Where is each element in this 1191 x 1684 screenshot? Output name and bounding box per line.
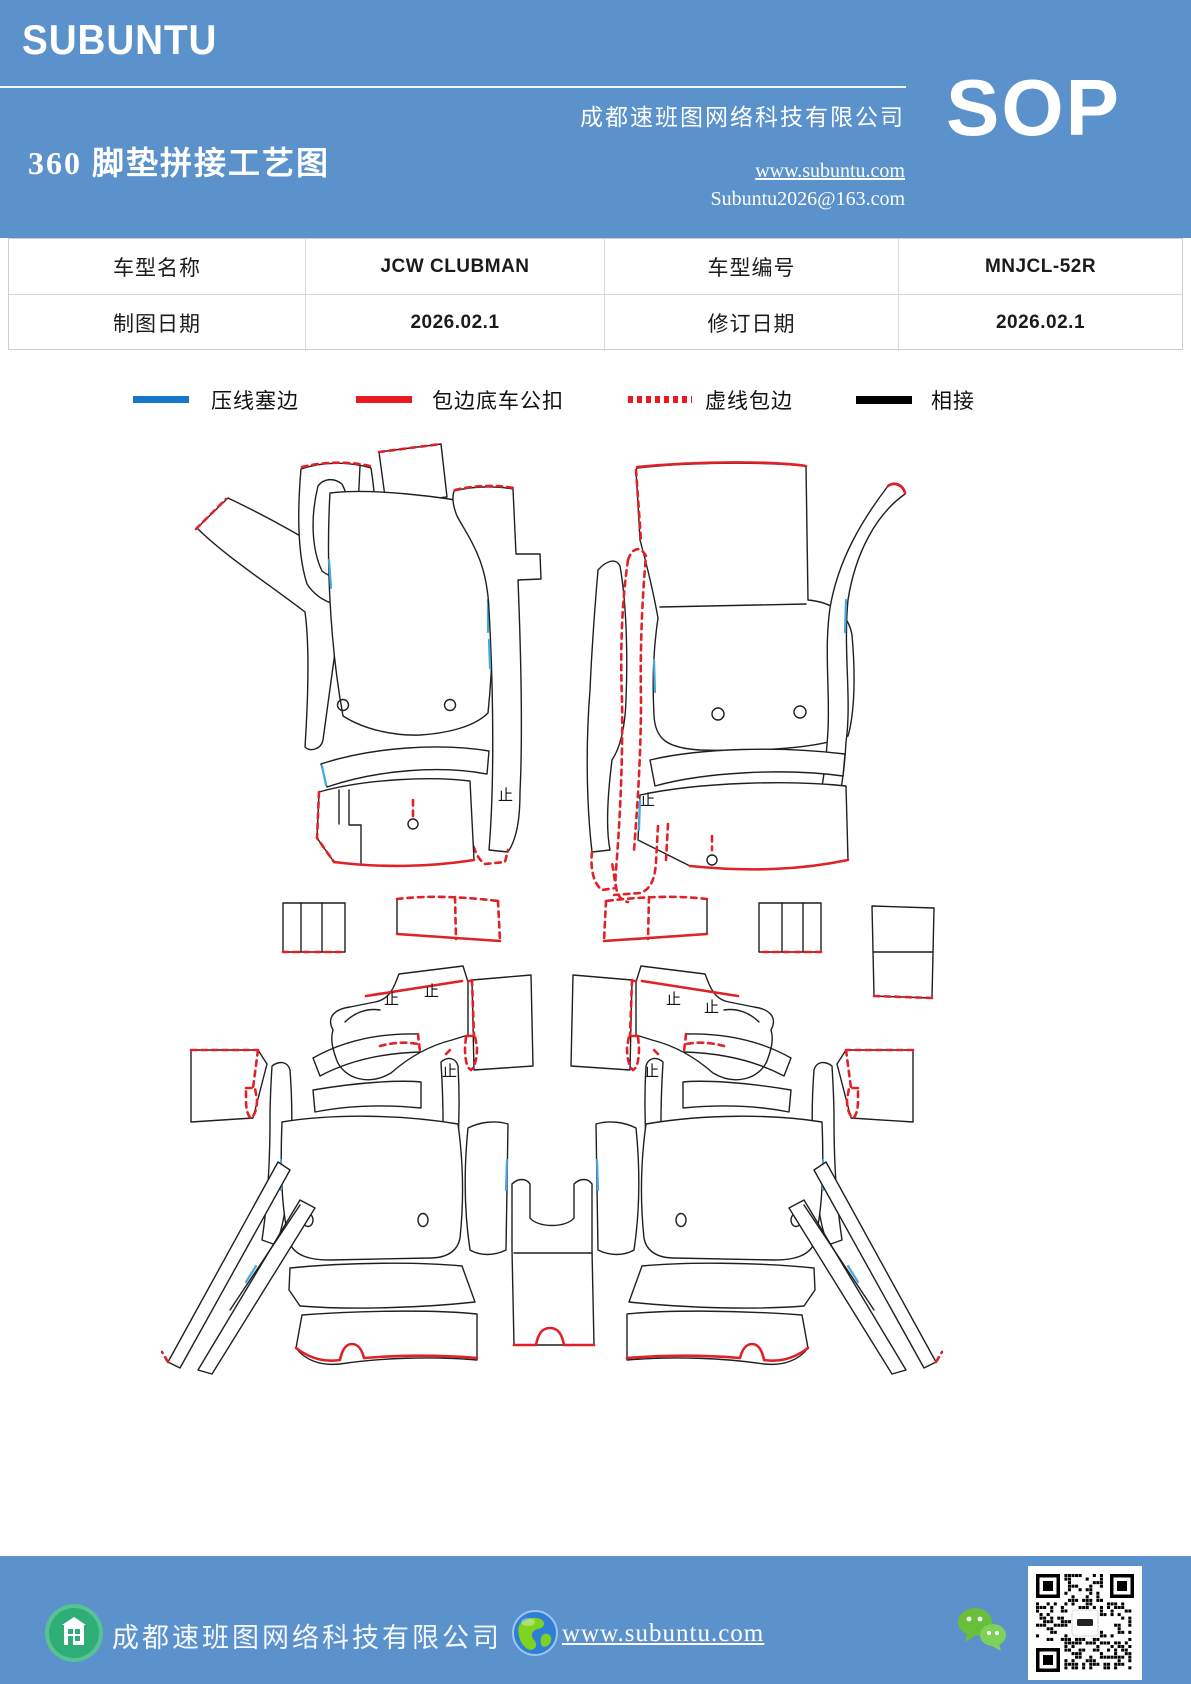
stop-mark: 止	[384, 991, 399, 1008]
stop-mark: 止	[424, 983, 439, 1000]
building-icon	[45, 1604, 103, 1662]
legend-label-press: 压线塞边	[211, 390, 299, 413]
rear-extra-piece	[871, 905, 935, 1000]
stop-mark: 止	[498, 787, 513, 804]
draw-date-value: 2026.02.1	[306, 295, 605, 351]
page-title: 360 脚垫拼接工艺图	[28, 145, 331, 181]
stop-mark: 止	[644, 1063, 659, 1080]
footer-company-name: 成都速班图网络科技有限公司	[112, 1623, 502, 1653]
vehicle-info-table: 车型名称 JCW CLUBMAN 车型编号 MNJCL-52R 制图日期 202…	[8, 238, 1183, 351]
front-left-pattern	[194, 442, 542, 868]
front-right-pattern	[586, 461, 907, 904]
globe-icon	[512, 1610, 558, 1656]
qr-finder-patterns	[1036, 1574, 1134, 1672]
header-website-link[interactable]: www.subuntu.com	[755, 160, 905, 182]
brand-logo: SUBUNTU	[22, 16, 218, 63]
mat-pattern-drawing: 止 止	[160, 442, 1191, 1376]
model-code-label: 车型编号	[605, 239, 899, 295]
legend-label-join: 相接	[931, 390, 975, 413]
center-tunnel-piece	[511, 1178, 596, 1347]
footer-website-link[interactable]: www.subuntu.com	[562, 1620, 765, 1647]
model-name-label: 车型名称	[9, 239, 306, 295]
stop-mark: 止	[442, 1063, 457, 1080]
revise-date-label: 修订日期	[605, 295, 899, 351]
revise-date-value: 2026.02.1	[995, 312, 1086, 333]
line-legend: 压线塞边 包边底车公扣 虚线包边 相接	[0, 384, 1191, 418]
legend-label-binding: 包边底车公扣	[432, 390, 564, 413]
header-company-name: 成都速班图网络科技有限公司	[580, 105, 905, 130]
draw-date-label: 制图日期	[9, 295, 306, 351]
legend-swatch-black	[856, 396, 912, 404]
model-name-value: JCW CLUBMAN	[306, 239, 605, 295]
stop-mark: 止	[704, 999, 719, 1016]
rear-left-pattern	[160, 895, 534, 1375]
legend-label-dashed: 虚线包边	[705, 390, 793, 413]
legend-swatch-blue	[133, 396, 189, 403]
footer-banner	[0, 1556, 1191, 1684]
header-email: Subuntu2026@163.com	[710, 188, 905, 210]
qr-code	[1028, 1566, 1142, 1680]
wechat-icon	[958, 1608, 1006, 1651]
stop-mark: 止	[666, 991, 681, 1008]
sop-label: SOP	[946, 63, 1121, 152]
stop-mark: 止	[640, 792, 655, 809]
header-banner: SUBUNTU 成都速班图网络科技有限公司 360 脚垫拼接工艺图 SOP ww…	[0, 0, 1191, 238]
header-divider	[0, 86, 906, 88]
legend-swatch-red-dotted	[628, 396, 692, 403]
legend-swatch-red	[356, 396, 412, 403]
model-code-value: MNJCL-52R	[899, 239, 1182, 295]
